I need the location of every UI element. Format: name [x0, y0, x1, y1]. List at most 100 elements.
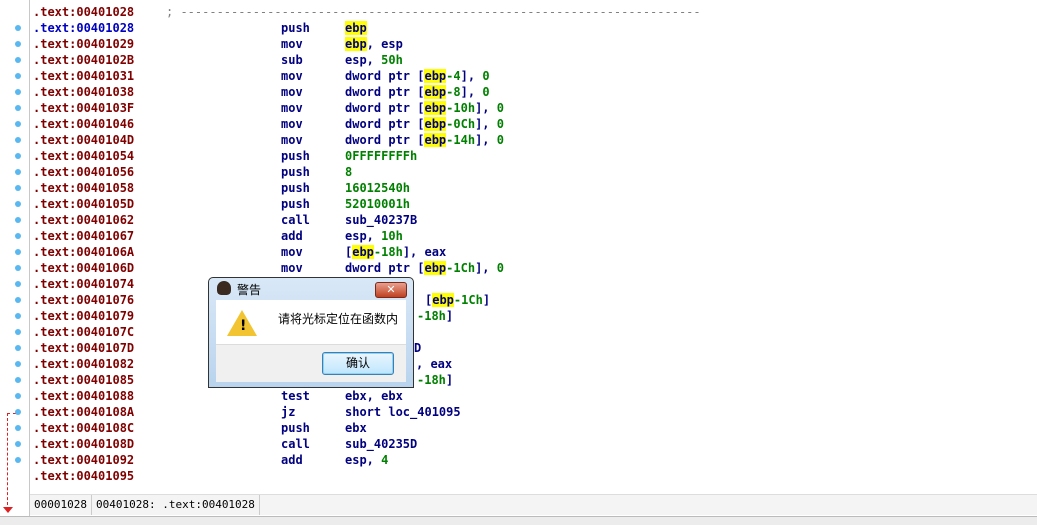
- listing-row[interactable]: .text:00401079-18h]: [30, 308, 1030, 324]
- address: .text:00401028: [33, 21, 135, 35]
- operands: 8: [345, 164, 352, 180]
- numeric-operand: 0: [496, 133, 504, 147]
- breakpoint-dot-icon[interactable]: [15, 377, 21, 383]
- listing-row[interactable]: .text:00401076[ebp-1Ch]: [30, 292, 1030, 308]
- breakpoint-dot-icon[interactable]: [15, 137, 21, 143]
- address: .text:0040107D: [33, 341, 135, 355]
- operand-text: short loc_401095: [345, 405, 461, 419]
- operands: dword ptr [ebp-0Ch], 0: [345, 116, 504, 132]
- listing-row[interactable]: .text:00401074: [30, 276, 1030, 292]
- listing-row[interactable]: .text:00401082, eax: [30, 356, 1030, 372]
- listing-row[interactable]: .text:0040107C: [30, 324, 1030, 340]
- address: .text:00401046: [33, 117, 135, 131]
- mnemonic: mov: [281, 117, 303, 131]
- breakpoint-dot-icon[interactable]: [15, 281, 21, 287]
- operands: D: [414, 340, 421, 356]
- listing-row[interactable]: .text:00401028; ------------------------…: [30, 4, 1030, 20]
- disassembly-listing[interactable]: .text:00401028; ------------------------…: [30, 0, 1037, 494]
- address: .text:0040103F: [33, 101, 135, 115]
- breakpoint-dot-icon[interactable]: [15, 201, 21, 207]
- numeric-operand: -4: [446, 69, 461, 83]
- address: .text:0040106A: [33, 245, 135, 259]
- breakpoint-dot-icon[interactable]: [15, 265, 21, 271]
- breakpoint-dot-icon[interactable]: [15, 345, 21, 351]
- breakpoint-dot-icon[interactable]: [15, 57, 21, 63]
- breakpoint-dot-icon[interactable]: [15, 249, 21, 255]
- operands: esp, 50h: [345, 52, 403, 68]
- breakpoint-dot-icon[interactable]: [15, 41, 21, 47]
- breakpoint-dot-icon[interactable]: [15, 89, 21, 95]
- operand-text: ]: [445, 373, 454, 387]
- operand-text: dword ptr [: [345, 117, 425, 131]
- numeric-operand: -8: [446, 85, 461, 99]
- address: .text:00401088: [33, 389, 135, 403]
- numeric-operand: 0: [482, 69, 490, 83]
- address: .text:0040102B: [33, 53, 135, 67]
- address: .text:00401038: [33, 85, 135, 99]
- numeric-operand: -0Ch: [446, 117, 476, 131]
- numeric-operand: 0: [482, 85, 490, 99]
- breakpoint-dot-icon[interactable]: [15, 105, 21, 111]
- breakpoint-dot-icon[interactable]: [15, 185, 21, 191]
- breakpoint-dot-icon[interactable]: [15, 153, 21, 159]
- operands: ebx: [345, 420, 367, 436]
- numeric-operand: 16012540h: [345, 181, 411, 195]
- operands: 52010001h: [345, 196, 410, 212]
- listing-row[interactable]: .text:00401085-18h]: [30, 372, 1030, 388]
- mnemonic: push: [281, 197, 310, 211]
- listing-row[interactable]: .text:00401046 mov dword ptr [ebp-0Ch], 0: [30, 116, 1030, 132]
- dialog-message: 请将光标定位在函数内: [278, 312, 399, 326]
- operands: -18h]: [417, 372, 453, 388]
- breakpoint-dot-icon[interactable]: [15, 457, 21, 463]
- breakpoint-dot-icon[interactable]: [15, 313, 21, 319]
- mnemonic: mov: [281, 101, 303, 115]
- numeric-operand: 0FFFFFFFFh: [345, 149, 418, 163]
- breakpoint-dot-icon[interactable]: [15, 121, 21, 127]
- close-button[interactable]: ✕: [375, 282, 407, 298]
- breakpoint-dot-icon[interactable]: [15, 297, 21, 303]
- ok-button[interactable]: 确认: [322, 352, 394, 375]
- operand-text: dword ptr [: [345, 69, 425, 83]
- mnemonic: test: [281, 389, 310, 403]
- breakpoint-dot-icon[interactable]: [15, 361, 21, 367]
- bottom-scrollbar[interactable]: [0, 516, 1037, 525]
- breakpoint-dot-icon[interactable]: [15, 441, 21, 447]
- numeric-operand: -14h: [446, 133, 476, 147]
- breakpoint-dot-icon[interactable]: [15, 393, 21, 399]
- highlighted-register: ebp: [345, 37, 367, 51]
- breakpoint-dot-icon[interactable]: [15, 25, 21, 31]
- address: .text:0040104D: [33, 133, 135, 147]
- breakpoint-dot-icon[interactable]: [15, 329, 21, 335]
- jump-arrow: [7, 413, 16, 510]
- listing-row[interactable]: .text:00401095: [30, 468, 1030, 484]
- listing-row[interactable]: .text:0040107D D: [30, 340, 1030, 356]
- breakpoint-dot-icon[interactable]: [15, 409, 21, 415]
- operands: [ebp-1Ch]: [425, 292, 490, 308]
- breakpoint-dot-icon[interactable]: [15, 217, 21, 223]
- breakpoint-dot-icon[interactable]: [15, 233, 21, 239]
- breakpoint-dot-icon[interactable]: [15, 73, 21, 79]
- breakpoint-dot-icon[interactable]: [15, 169, 21, 175]
- address: .text:00401082: [33, 357, 135, 371]
- breakpoint-dot-icon[interactable]: [15, 425, 21, 431]
